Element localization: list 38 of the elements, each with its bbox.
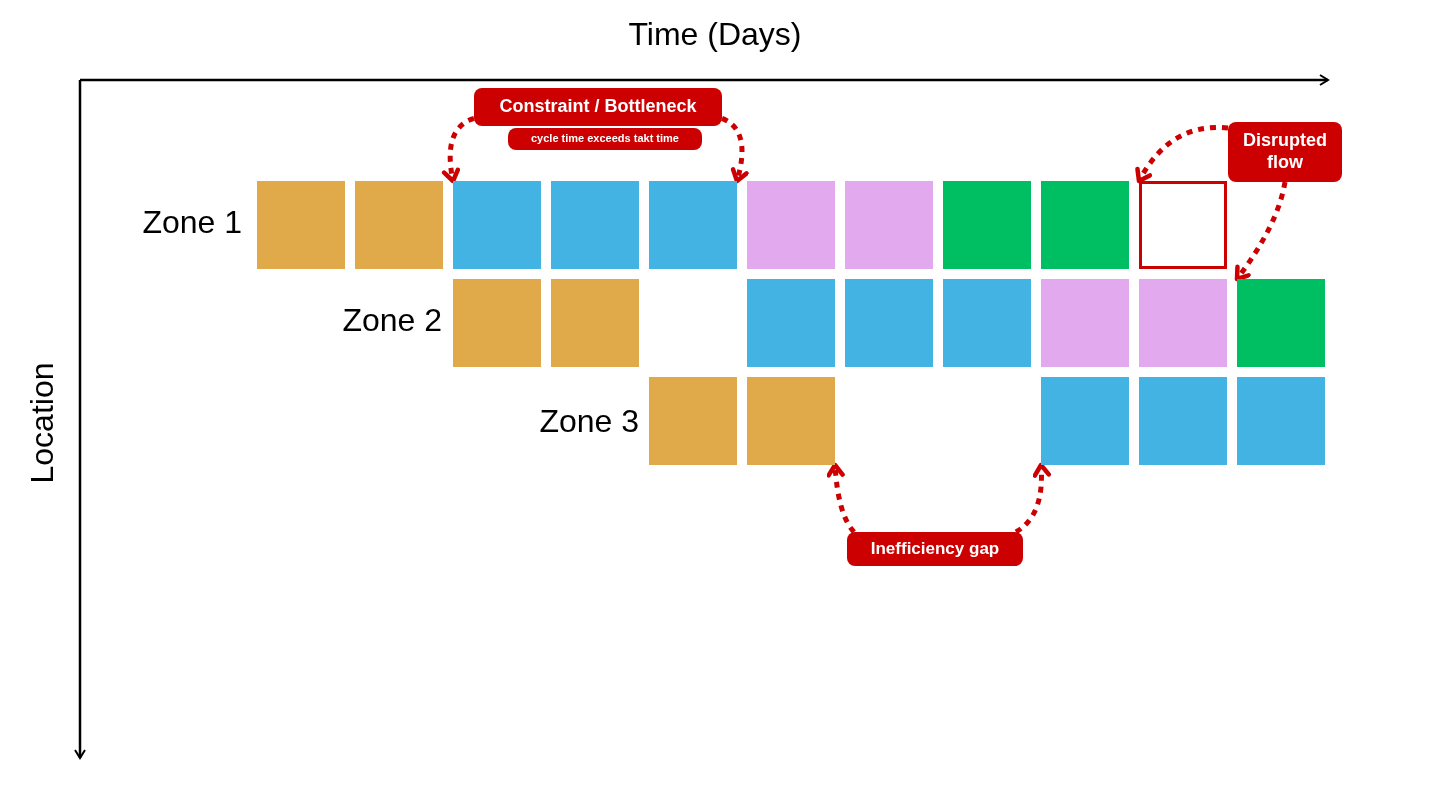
- dotted-arrow: [720, 116, 749, 184]
- task-block: [1237, 279, 1325, 367]
- task-block: [1139, 377, 1227, 465]
- task-block: [1237, 377, 1325, 465]
- task-block: [355, 181, 443, 269]
- callout-label: Disrupted flow: [1228, 122, 1342, 182]
- dotted-arrow: [442, 116, 475, 184]
- task-block: [1041, 377, 1129, 465]
- dotted-arrow: [1135, 125, 1229, 184]
- task-block: [649, 181, 737, 269]
- dotted-arrow: [1014, 462, 1051, 535]
- task-block: [747, 279, 835, 367]
- row-label: Zone 2: [341, 302, 442, 339]
- axis-title: Location: [23, 362, 61, 484]
- dotted-arrow: [826, 462, 856, 534]
- callout-label: Constraint / Bottleneck: [474, 88, 722, 126]
- empty-task-block: [1139, 181, 1227, 269]
- task-block: [551, 181, 639, 269]
- task-block: [943, 181, 1031, 269]
- task-block: [551, 279, 639, 367]
- row-label: Zone 3: [538, 403, 639, 440]
- task-block: [453, 279, 541, 367]
- task-block: [747, 377, 835, 465]
- callout-label: Inefficiency gap: [847, 532, 1023, 566]
- task-block: [1139, 279, 1227, 367]
- task-block: [845, 181, 933, 269]
- task-block: [1041, 181, 1129, 269]
- row-label: Zone 1: [141, 204, 242, 241]
- callout-note: cycle time exceeds takt time: [508, 128, 702, 150]
- dotted-arrow: [1234, 181, 1288, 282]
- axis-title: Time (Days): [627, 16, 803, 53]
- task-block: [845, 279, 933, 367]
- task-block: [943, 279, 1031, 367]
- task-block: [649, 377, 737, 465]
- task-block: [257, 181, 345, 269]
- task-block: [747, 181, 835, 269]
- task-block: [1041, 279, 1129, 367]
- task-block: [453, 181, 541, 269]
